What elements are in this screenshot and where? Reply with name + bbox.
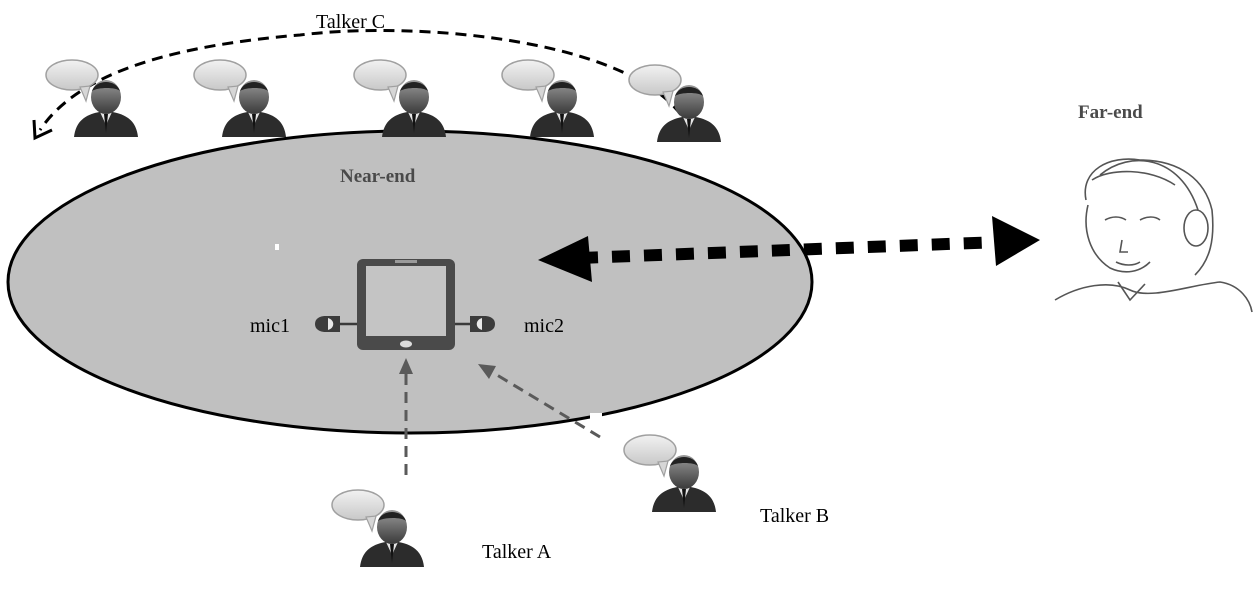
talker-b-arrow [478,364,601,439]
ellipse-notch [590,413,602,419]
talker-c-icon-4 [501,59,595,138]
mic2-microphone-icon [455,316,495,332]
phone-icon [357,259,455,350]
talker-b-icon [623,434,717,513]
talker-c-icon-3 [353,59,447,138]
talker-c-arrowhead-left [32,119,53,141]
mic2-label: mic2 [524,315,564,337]
far-end-label: Far-end [1078,102,1143,123]
talker-a-label: Talker A [482,541,552,563]
mic1-label: mic1 [250,315,290,337]
talker-c-icon-1 [45,59,139,138]
talker-b-label: Talker B [760,505,829,527]
talker-c-icon-2 [193,59,287,138]
talker-c-icon-5 [628,64,722,143]
talker-c-motion-arc [38,28,692,131]
talker-c-label: Talker C [316,11,385,33]
mic1-microphone-icon [315,316,357,332]
far-end-person-with-headset-icon [1054,158,1253,313]
near-far-double-arrow [538,216,1040,282]
white-marker [275,244,279,250]
talker-a-arrow [399,358,413,475]
near-end-label: Near-end [340,166,416,187]
talker-a-icon [331,489,425,568]
